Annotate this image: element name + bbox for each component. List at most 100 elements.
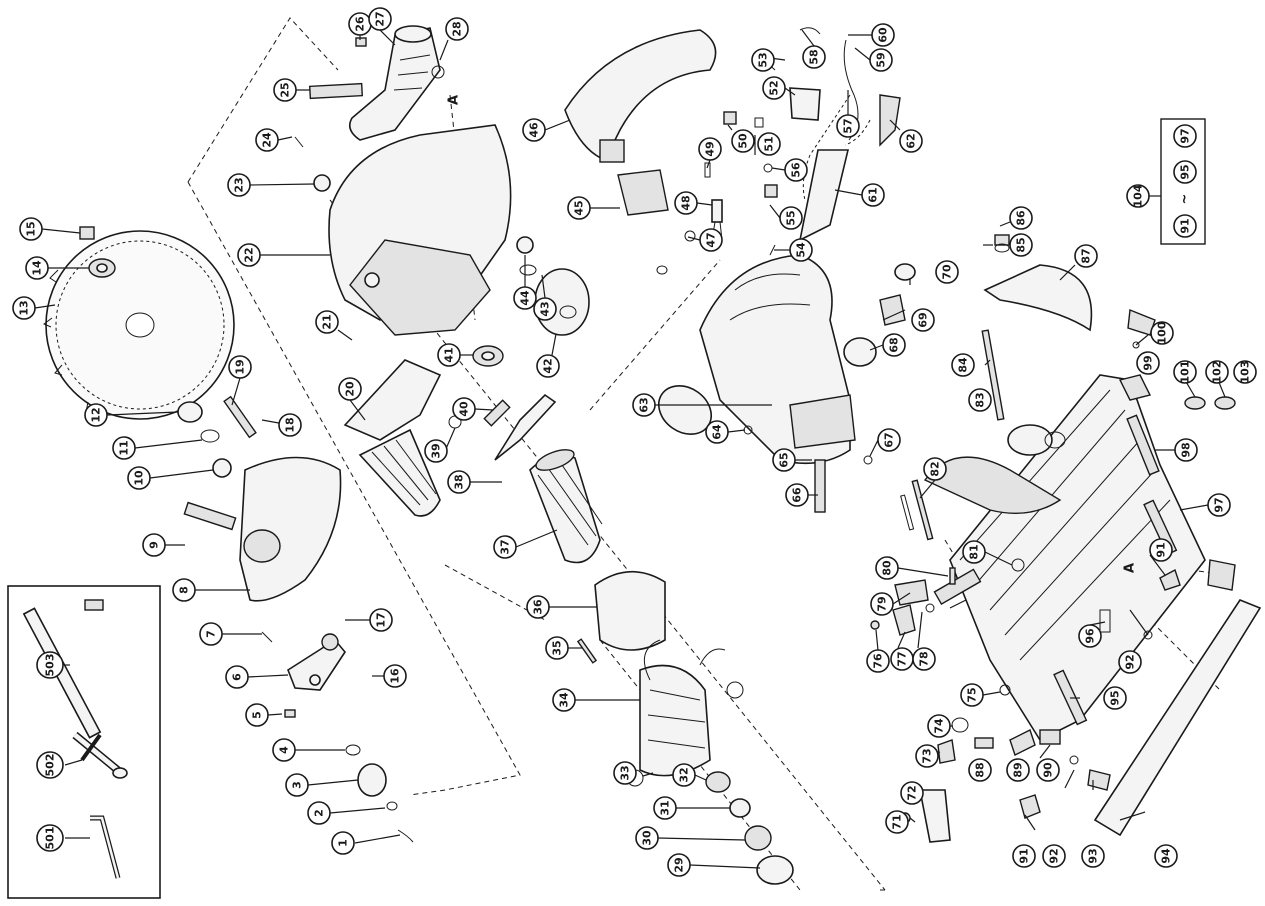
callout-80: 80 xyxy=(875,556,899,580)
callout-label: 54 xyxy=(795,242,808,258)
callout-label: 91 xyxy=(1018,848,1031,863)
front-grip xyxy=(343,359,462,517)
callout-label: 82 xyxy=(929,461,942,476)
callout-label: 96 xyxy=(1084,628,1097,644)
callout-94: 94 xyxy=(1154,844,1178,868)
callout-93: 93 xyxy=(1081,844,1105,868)
callout-label: 77 xyxy=(896,651,909,666)
callout-label: 501 xyxy=(44,827,57,850)
callout-5: 5 xyxy=(245,703,269,727)
kit-box: 97 95 ~ 91 xyxy=(1160,118,1206,245)
base-plate xyxy=(911,309,1236,742)
callout-label: 83 xyxy=(974,392,987,407)
callout-86: 86 xyxy=(1009,206,1033,230)
callout-label: 91 xyxy=(1155,542,1168,557)
callout-label: 103 xyxy=(1239,361,1252,384)
callout-66: 66 xyxy=(785,483,809,507)
callout-label: 67 xyxy=(883,432,896,447)
marker-a-base: A xyxy=(1123,563,1138,573)
callout-31: 31 xyxy=(653,796,677,820)
rip-fence xyxy=(1019,559,1262,837)
callout-103: 103 xyxy=(1233,360,1257,384)
callout-label: 56 xyxy=(790,162,803,178)
callout-44: 44 xyxy=(513,286,537,310)
callout-56: 56 xyxy=(784,158,808,182)
callout-label: 37 xyxy=(499,539,512,554)
callout-8: 8 xyxy=(172,578,196,602)
callout-label: 10 xyxy=(133,470,146,486)
callout-label: 39 xyxy=(430,443,443,458)
callout-label: 41 xyxy=(443,347,456,362)
armature xyxy=(529,449,603,564)
callout-54: 54 xyxy=(789,238,813,262)
callout-label: 19 xyxy=(234,359,247,374)
callout-label: 81 xyxy=(968,544,981,559)
callout-76: 76 xyxy=(866,649,890,673)
callout-17: 17 xyxy=(369,608,393,632)
callout-label: 11 xyxy=(118,440,131,455)
lower-blade-guard xyxy=(183,395,342,602)
callout-label: 2 xyxy=(313,809,326,817)
leader-lines xyxy=(34,29,1226,869)
callout-84: 84 xyxy=(951,353,975,377)
callout-label: 99 xyxy=(1142,355,1155,370)
callout-45: 45 xyxy=(567,196,591,220)
callout-34: 34 xyxy=(552,688,576,712)
callout-502: 502 xyxy=(36,751,64,779)
callout-label: 42 xyxy=(542,358,555,373)
callout-label: 15 xyxy=(25,221,38,236)
callout-label: 74 xyxy=(933,718,946,734)
end-bearings xyxy=(705,771,794,885)
callout-label: 90 xyxy=(1042,762,1055,778)
callout-46: 46 xyxy=(522,118,546,142)
callout-71: 71 xyxy=(885,810,909,834)
callout-22: 22 xyxy=(237,243,261,267)
callout-label: 48 xyxy=(680,195,693,210)
callout-98: 98 xyxy=(1174,438,1198,462)
callout-47: 47 xyxy=(699,228,723,252)
callout-label: 22 xyxy=(243,247,256,262)
callout-label: 17 xyxy=(375,612,388,627)
callout-label: 45 xyxy=(573,200,586,215)
callout-label: 14 xyxy=(31,260,44,276)
callout-label: 31 xyxy=(659,800,672,815)
callout-label: 79 xyxy=(876,596,889,611)
callout-label: 6 xyxy=(231,673,244,681)
callout-label: 46 xyxy=(528,122,541,138)
callout-label: 63 xyxy=(638,397,651,412)
callout-49: 49 xyxy=(698,137,722,161)
dust-duct xyxy=(308,25,445,141)
callout-29: 29 xyxy=(667,853,691,877)
brush-holder xyxy=(843,263,916,367)
callout-35: 35 xyxy=(545,636,569,660)
callout-label: 66 xyxy=(791,487,804,503)
callout-97: 97 xyxy=(1207,493,1231,517)
callout-label: 85 xyxy=(1015,237,1028,252)
callout-label: 36 xyxy=(532,599,545,615)
callout-label: 65 xyxy=(778,452,791,467)
callout-label: 80 xyxy=(881,560,894,576)
callout-27: 27 xyxy=(368,7,392,31)
callout-81: 81 xyxy=(962,540,986,564)
callout-label: 69 xyxy=(917,312,930,327)
callout-label: 55 xyxy=(785,210,798,225)
callout-label: 78 xyxy=(918,651,931,666)
callout-18: 18 xyxy=(278,413,302,437)
callout-1: 1 xyxy=(331,831,355,855)
callout-63: 63 xyxy=(632,393,656,417)
callout-53: 53 xyxy=(751,48,775,72)
callout-16: 16 xyxy=(383,664,407,688)
callout-3: 3 xyxy=(285,773,309,797)
callout-label: 75 xyxy=(966,687,979,702)
callout-label: 94 xyxy=(1160,848,1173,864)
saw-blade xyxy=(43,230,235,420)
callout-label: 25 xyxy=(279,82,292,97)
callout-label: 73 xyxy=(921,748,934,763)
motor-stator xyxy=(576,570,744,787)
callout-label: 503 xyxy=(44,654,57,677)
upper-housing xyxy=(294,124,590,336)
callout-label: 34 xyxy=(558,692,571,708)
callout-41: 41 xyxy=(437,343,461,367)
callout-label: 50 xyxy=(737,133,750,149)
callout-42: 42 xyxy=(536,354,560,378)
